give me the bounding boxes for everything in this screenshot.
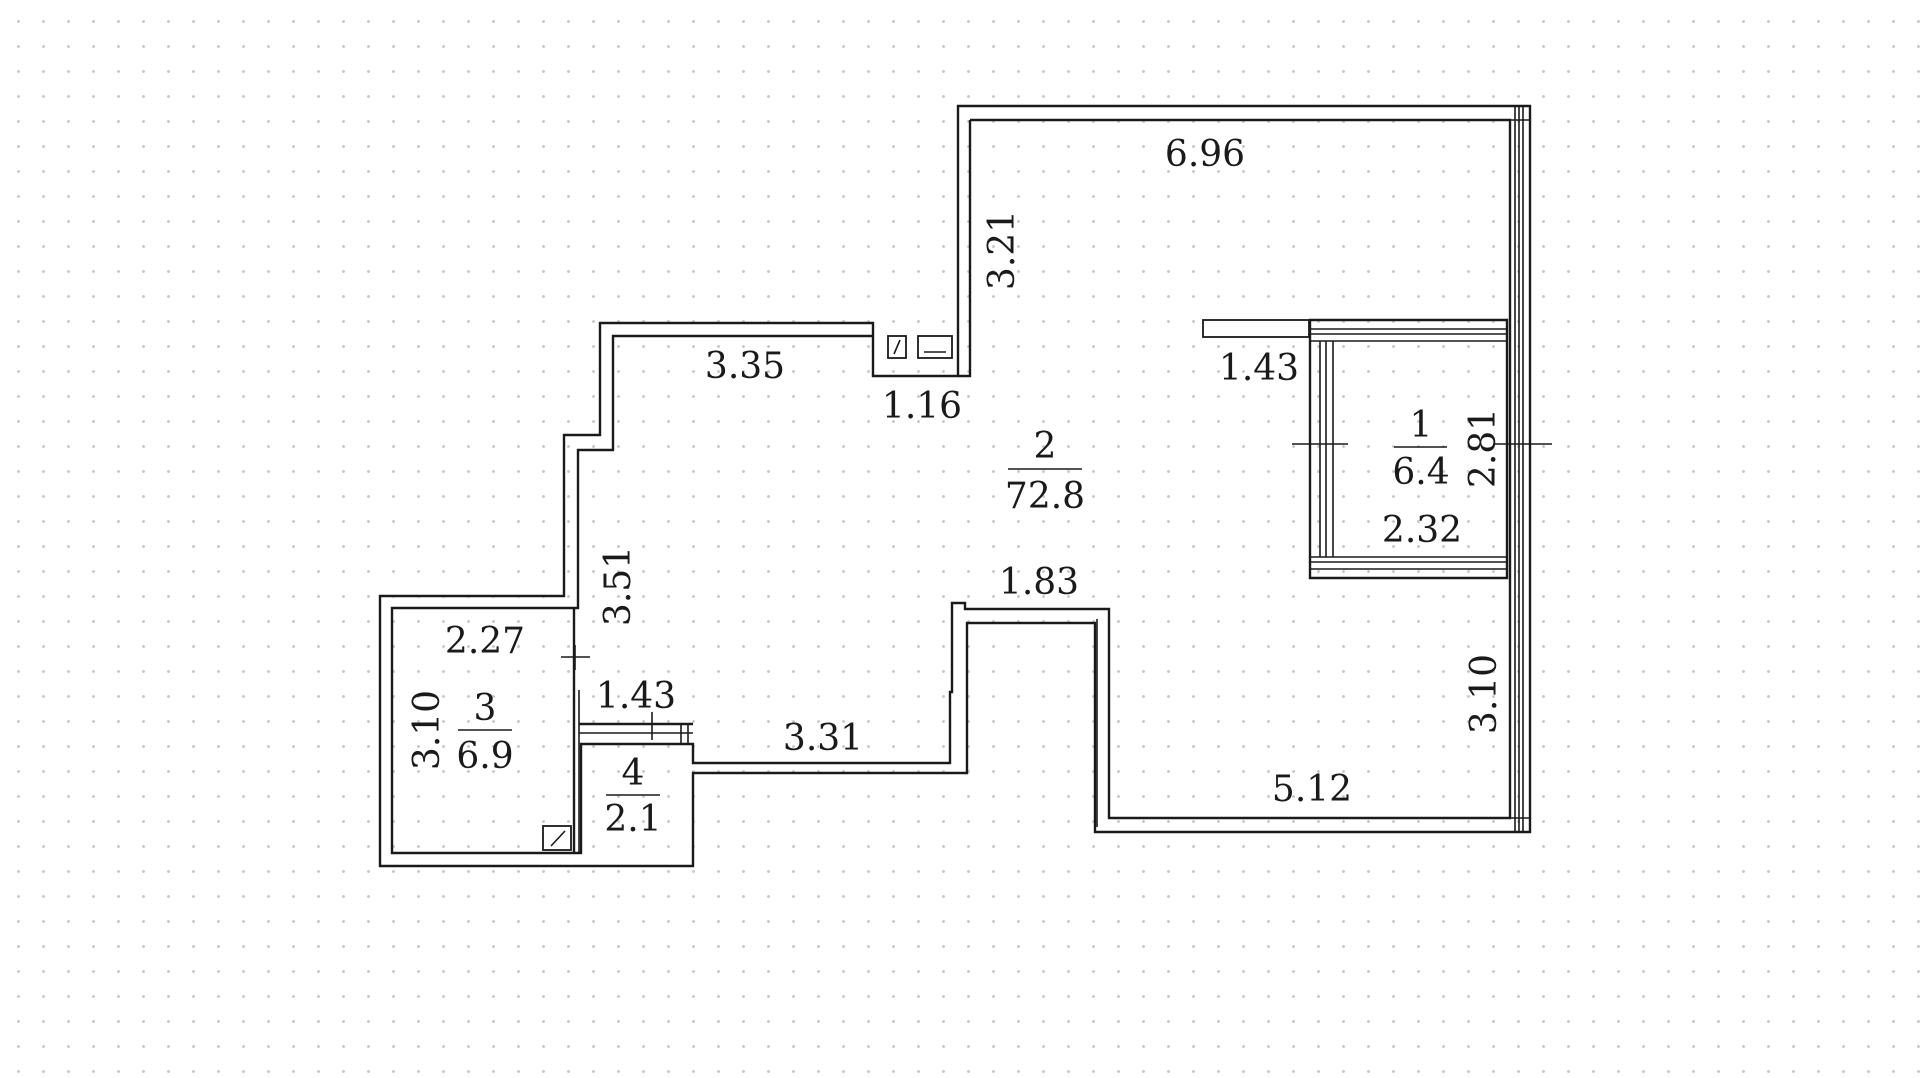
window-right — [1509, 106, 1531, 832]
room-label-1: 1 6.4 — [1392, 405, 1449, 493]
dimension-shaft-width: 1.16 — [882, 386, 962, 427]
ventilation-shaft — [887, 335, 953, 359]
dimension-corridor-gap: 1.83 — [999, 562, 1079, 603]
room-number: 1 — [1410, 405, 1433, 446]
dimension-tower-left: 3.21 — [982, 210, 1023, 290]
dimension-top-width: 6.96 — [1165, 134, 1245, 175]
room-number: 2 — [1034, 426, 1057, 467]
interior-partitions — [542, 608, 693, 853]
room-number: 4 — [622, 753, 645, 794]
dimension-room1-bottom: 2.32 — [1382, 510, 1462, 551]
dimension-lower-width: 3.31 — [783, 718, 863, 759]
dimension-right-height: 3.10 — [1464, 654, 1505, 734]
dimension-room3-height: 3.10 — [407, 690, 448, 770]
room-1-walls — [1202, 318, 1552, 580]
room-label-4: 4 2.1 — [604, 753, 661, 840]
dimension-left-height: 3.51 — [598, 546, 639, 626]
dimension-bottom-width: 5.12 — [1272, 769, 1352, 810]
dimension-room4-width: 1.43 — [596, 676, 676, 717]
dimension-labels: 6.96 3.21 3.35 1.16 1.43 2.81 2.32 1.83 … — [407, 134, 1505, 810]
dimension-upper-left-width: 3.35 — [705, 346, 785, 387]
room-label-3: 3 6.9 — [456, 688, 513, 777]
dimension-room1-side: 2.81 — [1463, 408, 1504, 488]
exterior-walls — [378, 104, 1532, 868]
room-area: 2.1 — [604, 799, 661, 840]
room-number: 3 — [474, 688, 497, 729]
dimension-room3-width: 2.27 — [445, 621, 525, 662]
room-area: 6.4 — [1392, 452, 1449, 493]
dimension-room1-top: 1.43 — [1219, 348, 1299, 389]
room-area: 6.9 — [456, 736, 513, 777]
room-label-2: 2 72.8 — [1005, 426, 1085, 517]
room-area: 72.8 — [1005, 476, 1085, 517]
